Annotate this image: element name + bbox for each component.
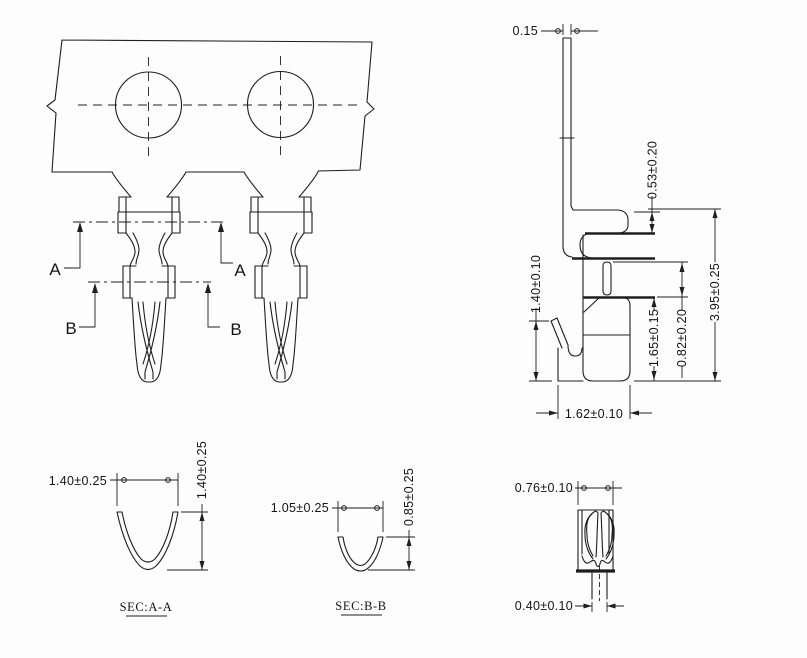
- dim-arrow: [630, 410, 639, 416]
- dim-dot: [341, 505, 347, 511]
- dim-line-tail-width: [575, 602, 624, 612]
- dim-arrow: [679, 287, 685, 296]
- dim-line-thickness: [541, 24, 598, 35]
- dim-side-thickness: 0.15: [512, 24, 538, 38]
- tip-body-outline: [577, 509, 614, 571]
- carrier-strip-outline: [46, 39, 375, 173]
- section-aa-view: 1.40±0.25 1.40±0.25 SEC:A-A: [49, 441, 209, 617]
- section-b-label-right: B: [230, 320, 241, 339]
- dim-dot: [374, 505, 380, 511]
- dim-side-overall-height: 3.95±0.25: [708, 263, 722, 321]
- tip-tail-outline: [591, 572, 608, 600]
- tip-view: 0.76±0.10 0.40±0.10: [515, 481, 624, 613]
- dim-arrow: [199, 561, 205, 570]
- dim-bb-width: 1.05±0.25: [271, 501, 329, 515]
- section-a-leader-right: [220, 231, 233, 264]
- side-contact-beam: [550, 317, 584, 382]
- dim-line-tab: [613, 261, 688, 378]
- side-wall-outline: [559, 37, 575, 258]
- dim-arrow: [649, 224, 655, 233]
- dim-tip-width: 0.76±0.10: [515, 481, 573, 495]
- dim-arrow: [651, 371, 657, 380]
- dim-arrow: [679, 263, 685, 272]
- dim-side-tab-height: 0.82±0.20: [675, 309, 689, 367]
- dim-arrow: [533, 321, 539, 330]
- dim-arrow: [712, 372, 718, 381]
- section-a-arrow-left: [77, 222, 83, 232]
- dim-side-base-width: 1.62±0.10: [565, 407, 623, 421]
- dim-dot: [605, 485, 611, 491]
- section-bb-title: SEC:B-B: [335, 599, 386, 613]
- dim-arrow: [583, 603, 592, 609]
- dim-line-tip-width: [575, 481, 622, 505]
- dim-arrow: [199, 512, 205, 521]
- side-barrel-outline: [579, 232, 593, 259]
- dim-dot: [574, 28, 580, 34]
- dim-aa-depth: 1.40±0.25: [195, 441, 209, 499]
- dim-side-wing-height: 0.53±0.20: [646, 141, 660, 199]
- dim-arrow: [607, 603, 616, 609]
- dim-arrow: [406, 537, 412, 546]
- terminal-front-right: [243, 171, 319, 383]
- dim-line-base: [536, 385, 652, 419]
- section-a-arrow-right: [218, 222, 224, 232]
- dim-arrow: [406, 561, 412, 570]
- dim-dot: [121, 477, 127, 483]
- section-a-label-left: A: [49, 260, 61, 279]
- side-view: 0.15 0.53±0.20 3.95±0.25 1.65±0.15 0.82±…: [512, 24, 722, 421]
- side-contact-box: [582, 296, 631, 382]
- dim-side-beam-height: 1.40±0.10: [529, 255, 543, 313]
- dim-line-wing: [634, 196, 660, 234]
- section-b-label-left: B: [65, 319, 76, 338]
- tip-beam-right: [600, 510, 615, 560]
- dim-side-contact-height: 1.65±0.15: [647, 309, 661, 367]
- section-a-leader-left: [64, 231, 81, 269]
- dim-arrow: [651, 298, 657, 307]
- tip-collar-wave: [581, 555, 614, 568]
- dim-arrow: [649, 212, 655, 221]
- section-b-arrow-right: [205, 283, 211, 293]
- section-b-arrow-left: [92, 283, 98, 293]
- side-tab-outline: [582, 257, 612, 298]
- section-b-leader-right: [207, 292, 220, 328]
- section-bb-outline: [337, 536, 384, 572]
- section-b-leader-left: [79, 292, 96, 328]
- section-aa-outline: [116, 511, 179, 571]
- tip-beam-left: [584, 510, 599, 560]
- dim-arrow: [712, 209, 718, 218]
- dim-arrow: [549, 410, 558, 416]
- dim-line-overall: [634, 208, 721, 382]
- dim-dot: [555, 28, 561, 34]
- terminal-front-left: [111, 171, 187, 383]
- dim-aa-width: 1.40±0.25: [49, 474, 107, 488]
- section-a-label-right: A: [234, 261, 246, 280]
- dim-bb-depth: 0.85±0.25: [402, 468, 416, 526]
- section-bb-view: 1.05±0.25 0.85±0.25 SEC:B-B: [271, 468, 416, 616]
- dim-dot: [581, 485, 587, 491]
- section-aa-title: SEC:A-A: [120, 600, 173, 614]
- dim-tip-tail-width: 0.40±0.10: [515, 599, 573, 613]
- dim-line-beam: [529, 308, 552, 382]
- dim-dot: [165, 477, 171, 483]
- dim-arrow: [533, 372, 539, 381]
- front-view: A A B B: [46, 39, 375, 383]
- side-wing-outline: [570, 205, 629, 234]
